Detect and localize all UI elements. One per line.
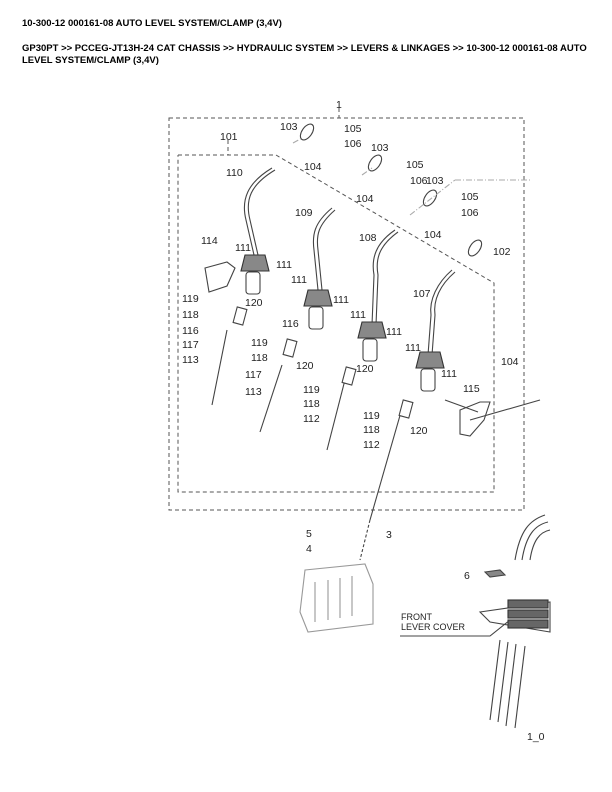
- page-title: 10-300-12 000161-08 AUTO LEVEL SYSTEM/CL…: [22, 18, 282, 29]
- callout-117: 117: [182, 339, 199, 351]
- callout-118: 118: [303, 398, 320, 410]
- callout-104: 104: [501, 356, 519, 368]
- callout-111: 111: [235, 242, 251, 254]
- callout-109: 109: [295, 207, 313, 219]
- lever-parts: [204, 123, 551, 729]
- callout-106: 106: [410, 175, 428, 187]
- callout-108: 108: [359, 232, 377, 244]
- callout-111: 111: [291, 274, 307, 286]
- callout-6: 6: [464, 570, 470, 582]
- assembly-1-box: [168, 117, 525, 511]
- callout-111: 111: [441, 368, 457, 380]
- front-label: FRONT: [401, 612, 432, 622]
- callout-120: 120: [245, 297, 263, 309]
- callout-119: 119: [363, 410, 380, 422]
- callout-111: 111: [333, 294, 349, 306]
- callout-120: 120: [296, 360, 314, 372]
- lever-cover-label: LEVER COVER: [401, 622, 466, 632]
- callout-4: 4: [306, 543, 312, 555]
- callout-118: 118: [182, 309, 199, 321]
- callout-101: 101: [220, 131, 238, 143]
- callout-103: 103: [371, 142, 389, 154]
- assembly-boxes: [168, 108, 525, 511]
- callout-105: 105: [406, 159, 424, 171]
- lever-110: [247, 169, 276, 256]
- callout-112: 112: [363, 439, 380, 451]
- callout-104: 104: [304, 161, 322, 173]
- callout-111: 111: [405, 342, 421, 354]
- callout-119: 119: [182, 293, 199, 305]
- callout-116: 116: [182, 325, 199, 337]
- callout-110: 110: [226, 167, 243, 179]
- callout-114: 114: [201, 235, 218, 247]
- callout-111: 111: [276, 259, 292, 271]
- callout-105: 105: [344, 123, 362, 135]
- breadcrumb: GP30PT >> PCCEG-JT13H-24 CAT CHASSIS >> …: [22, 43, 587, 66]
- callout-120: 120: [410, 425, 428, 437]
- callout-116: 116: [282, 318, 299, 330]
- callout-104: 104: [424, 229, 442, 241]
- callout-5: 5: [306, 528, 312, 540]
- callout-112: 112: [303, 413, 320, 425]
- callout-113: 113: [182, 354, 199, 366]
- callout-106: 106: [344, 138, 362, 150]
- callout-1: 1: [336, 99, 342, 111]
- figure-id: 1_0: [527, 731, 545, 743]
- callout-111: 111: [350, 309, 366, 321]
- callout-119: 119: [251, 337, 268, 349]
- callout-117: 117: [245, 369, 262, 381]
- callout-103: 103: [280, 121, 298, 133]
- assembly-101-box: [177, 154, 495, 493]
- callout-102: 102: [493, 246, 511, 258]
- callout-105: 105: [461, 191, 479, 203]
- callout-115: 115: [463, 383, 480, 395]
- callout-106: 106: [461, 207, 479, 219]
- callout-120: 120: [356, 363, 374, 375]
- callout-104: 104: [356, 193, 374, 205]
- callout-118: 118: [363, 424, 380, 436]
- callout-107: 107: [413, 288, 431, 300]
- callout-111: 111: [386, 326, 402, 338]
- callout-103: 103: [426, 175, 444, 187]
- callout-3: 3: [386, 529, 392, 541]
- callout-119: 119: [303, 384, 320, 396]
- callout-113: 113: [245, 386, 262, 398]
- callout-118: 118: [251, 352, 268, 364]
